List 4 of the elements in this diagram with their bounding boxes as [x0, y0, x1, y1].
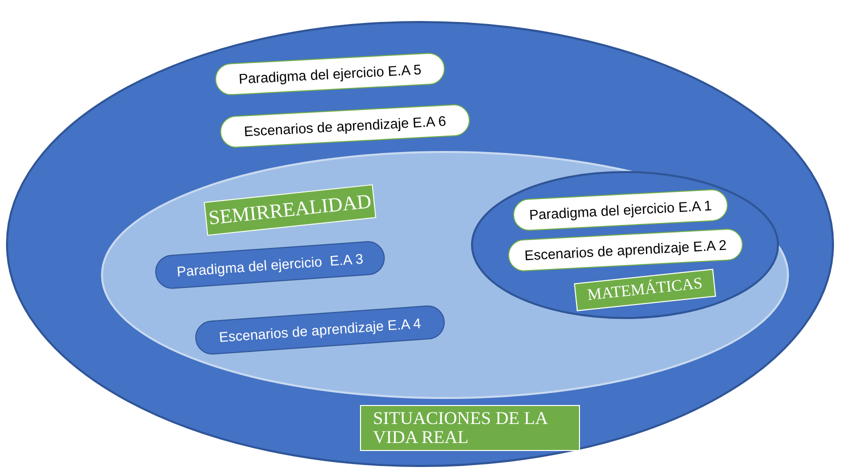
set-ellipse	[470, 170, 780, 320]
set-ellipse	[5, 20, 835, 468]
set-ellipse	[100, 150, 790, 400]
set-title: SITUACIONES DE LA VIDA REAL	[360, 405, 580, 451]
